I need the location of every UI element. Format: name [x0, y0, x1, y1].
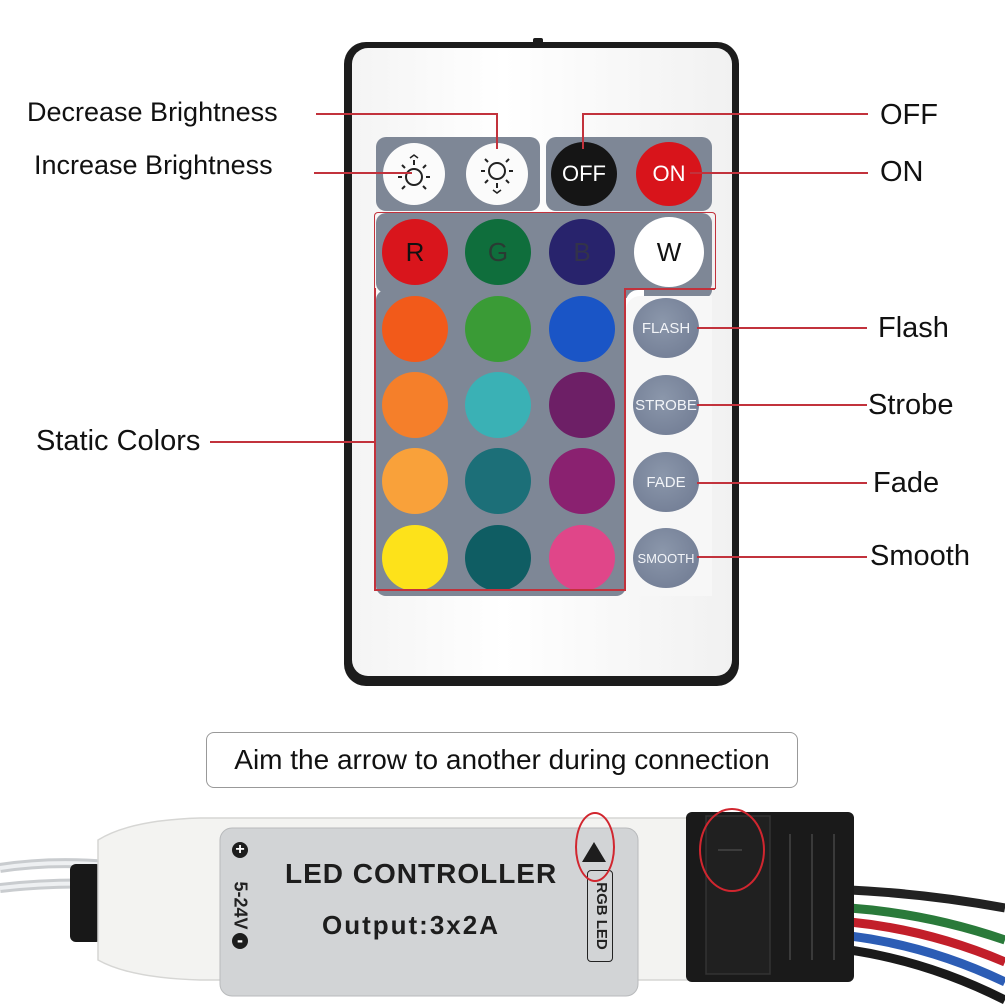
flash-button-label: FLASH [641, 319, 691, 337]
color-button-yellow[interactable] [382, 525, 448, 591]
minus-terminal-label: - [237, 930, 243, 950]
leader-flash [697, 327, 867, 329]
strobe-button-label: STROBE [635, 396, 697, 414]
color-button-orange-red[interactable] [382, 296, 448, 362]
controller-title: LED CONTROLLER [285, 858, 558, 889]
brightness-up-button[interactable] [466, 143, 528, 205]
g-label: G [487, 236, 509, 267]
leader-decrease-brightness [316, 113, 497, 115]
leader-on [690, 172, 868, 174]
color-button-blue[interactable]: B [549, 219, 615, 285]
off-button[interactable]: OFF [551, 142, 617, 206]
color-button-light-green[interactable] [465, 296, 531, 362]
leader-static-colors [210, 441, 376, 443]
controller-illustration [0, 812, 1005, 1005]
fade-button[interactable]: FADE [633, 452, 699, 512]
callout-strobe: Strobe [868, 389, 954, 421]
brightness-up-icon [481, 158, 513, 194]
panel-step [626, 290, 712, 298]
connection-note: Aim the arrow to another during connecti… [206, 732, 798, 788]
static-colors-outline-left [374, 288, 376, 590]
strobe-button[interactable]: STROBE [633, 375, 699, 435]
fade-button-label: FADE [646, 473, 686, 491]
callout-off: OFF [880, 99, 938, 131]
arrow-highlight-connector [699, 808, 765, 892]
static-colors-outline-top [374, 212, 716, 289]
remote-top-tab [533, 38, 543, 44]
color-button-dark-teal[interactable] [465, 525, 531, 591]
controller-output: Output:3x2A [322, 910, 500, 940]
leader-off-v [582, 113, 584, 149]
callout-on: ON [880, 156, 924, 188]
smooth-button[interactable]: SMOOTH [633, 528, 699, 588]
brightness-down-button[interactable] [383, 143, 445, 205]
callout-fade: Fade [873, 467, 940, 499]
color-button-medium-blue[interactable] [549, 296, 615, 362]
color-button-light-orange[interactable] [382, 448, 448, 514]
color-button-white[interactable]: W [634, 217, 704, 287]
rgb-led-label: RGB LED [587, 870, 613, 962]
static-colors-outline-bottom [374, 589, 626, 591]
flash-button[interactable]: FLASH [633, 298, 699, 358]
color-button-red[interactable]: R [382, 219, 448, 285]
callout-static-colors: Static Colors [36, 425, 201, 457]
color-button-teal[interactable] [465, 448, 531, 514]
w-label: W [656, 236, 682, 267]
on-button[interactable]: ON [636, 142, 702, 206]
color-button-pink[interactable] [549, 525, 615, 591]
off-button-label: OFF [562, 161, 606, 186]
arrow-highlight-controller [575, 812, 615, 882]
leader-fade [697, 482, 867, 484]
color-button-cyan[interactable] [465, 372, 531, 438]
on-button-label: ON [652, 161, 686, 186]
color-button-magenta[interactable] [549, 448, 615, 514]
static-colors-outline-step [626, 288, 715, 290]
leader-decrease-brightness-v [496, 113, 498, 149]
callout-decrease-brightness: Decrease Brightness [27, 97, 278, 127]
smooth-button-label: SMOOTH [637, 550, 695, 566]
callout-smooth: Smooth [870, 540, 970, 572]
color-button-purple[interactable] [549, 372, 615, 438]
voltage-label: 5-24V [230, 881, 251, 930]
r-label: R [405, 236, 425, 267]
color-button-orange[interactable] [382, 372, 448, 438]
callout-increase-brightness: Increase Brightness [34, 150, 273, 180]
leader-increase-brightness [314, 172, 412, 174]
static-colors-outline-right [624, 288, 626, 590]
brightness-down-icon [398, 154, 430, 190]
plus-terminal-label: + [235, 841, 245, 858]
leader-off [582, 113, 868, 115]
leader-smooth [697, 556, 867, 558]
callout-flash: Flash [878, 312, 949, 344]
b-label: B [573, 236, 591, 267]
color-button-green[interactable]: G [465, 219, 531, 285]
leader-strobe [697, 404, 867, 406]
